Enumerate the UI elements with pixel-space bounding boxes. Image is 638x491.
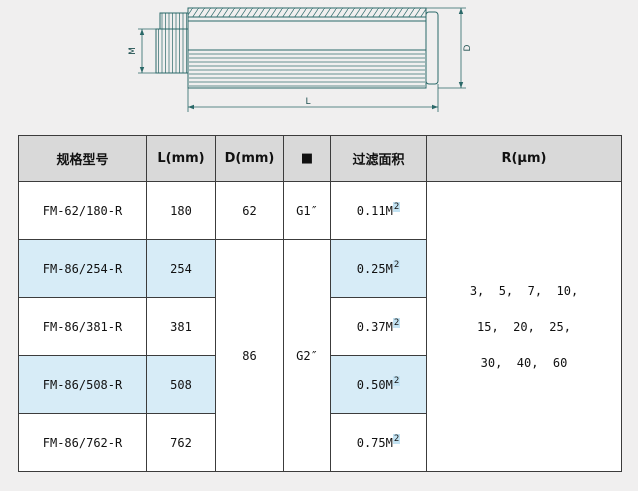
header-thread: ■ <box>283 135 331 182</box>
cell-area: 0.25M2 <box>330 239 427 298</box>
table-row: FM-86/254-R 254 86 G2″ 0.25M2 <box>18 239 622 472</box>
table-row: FM-86/762-R 762 0.75M2 <box>18 413 622 472</box>
cell-model: FM-86/254-R <box>18 239 147 298</box>
dim-label-d: D <box>463 44 473 51</box>
header-length: L(mm) <box>146 135 216 182</box>
dimension-arrowheads <box>139 8 464 110</box>
micron-line: 15, 20, 25, <box>477 319 571 334</box>
table-row: FM-86/508-R 508 0.50M2 <box>18 355 622 414</box>
header-diameter: D(mm) <box>215 135 284 182</box>
header-area: 过滤面积 <box>330 135 427 182</box>
cell-area: 0.75M2 <box>330 413 427 472</box>
micron-line: 3, 5, 7, 10, <box>469 283 579 298</box>
cell-thread: G1″ <box>283 181 331 240</box>
area-value: 0.25M <box>356 262 393 276</box>
cartridge-body <box>155 7 439 89</box>
cell-length: 762 <box>146 413 216 472</box>
table-row: FM-86/381-R 381 0.37M2 <box>18 297 622 356</box>
area-value: 0.11M <box>356 204 393 218</box>
spec-table-container: 规格型号 L(mm) D(mm) ■ 过滤面积 R(μm) FM-62/180-… <box>18 135 622 472</box>
header-row: 规格型号 L(mm) D(mm) ■ 过滤面积 R(μm) <box>18 135 622 182</box>
area-superscript: 2 <box>392 376 401 386</box>
cell-model: FM-86/508-R <box>18 355 147 414</box>
table-row: FM-62/180-R 180 62 G1″ 0.11M2 3, 5, 7, 1… <box>18 181 622 472</box>
spec-table: 规格型号 L(mm) D(mm) ■ 过滤面积 R(μm) FM-62/180-… <box>18 135 622 472</box>
micron-line: 30, 40, 60 <box>480 355 568 370</box>
dim-label-m: M <box>128 47 138 55</box>
cell-model: FM-86/762-R <box>18 413 147 472</box>
area-value: 0.50M <box>356 378 393 392</box>
filter-cartridge-drawing: M D L <box>128 7 473 112</box>
cell-diameter: 62 <box>215 181 284 240</box>
area-value: 0.75M <box>356 436 393 450</box>
header-micron: R(μm) <box>426 135 622 182</box>
area-value: 0.37M <box>356 320 393 334</box>
cell-thread-merged: G2″ <box>283 239 331 472</box>
cell-length: 508 <box>146 355 216 414</box>
cell-model: FM-86/381-R <box>18 297 147 356</box>
filter-diagram: M D L <box>108 0 488 128</box>
cell-micron-ratings: 3, 5, 7, 10, 15, 20, 25, 30, 40, 60 <box>426 181 622 472</box>
dimension-lines <box>138 7 466 112</box>
cell-length: 254 <box>146 239 216 298</box>
cell-model: FM-62/180-R <box>18 181 147 240</box>
cell-area: 0.50M2 <box>330 355 427 414</box>
cell-area: 0.11M2 <box>330 181 427 240</box>
cell-diameter-merged: 86 <box>215 239 284 472</box>
area-superscript: 2 <box>392 434 401 444</box>
area-superscript: 2 <box>392 202 401 212</box>
area-superscript: 2 <box>392 318 401 328</box>
cell-length: 381 <box>146 297 216 356</box>
cell-length: 180 <box>146 181 216 240</box>
header-model: 规格型号 <box>18 135 147 182</box>
area-superscript: 2 <box>392 260 401 270</box>
dim-label-l: L <box>305 97 310 107</box>
cell-area: 0.37M2 <box>330 297 427 356</box>
